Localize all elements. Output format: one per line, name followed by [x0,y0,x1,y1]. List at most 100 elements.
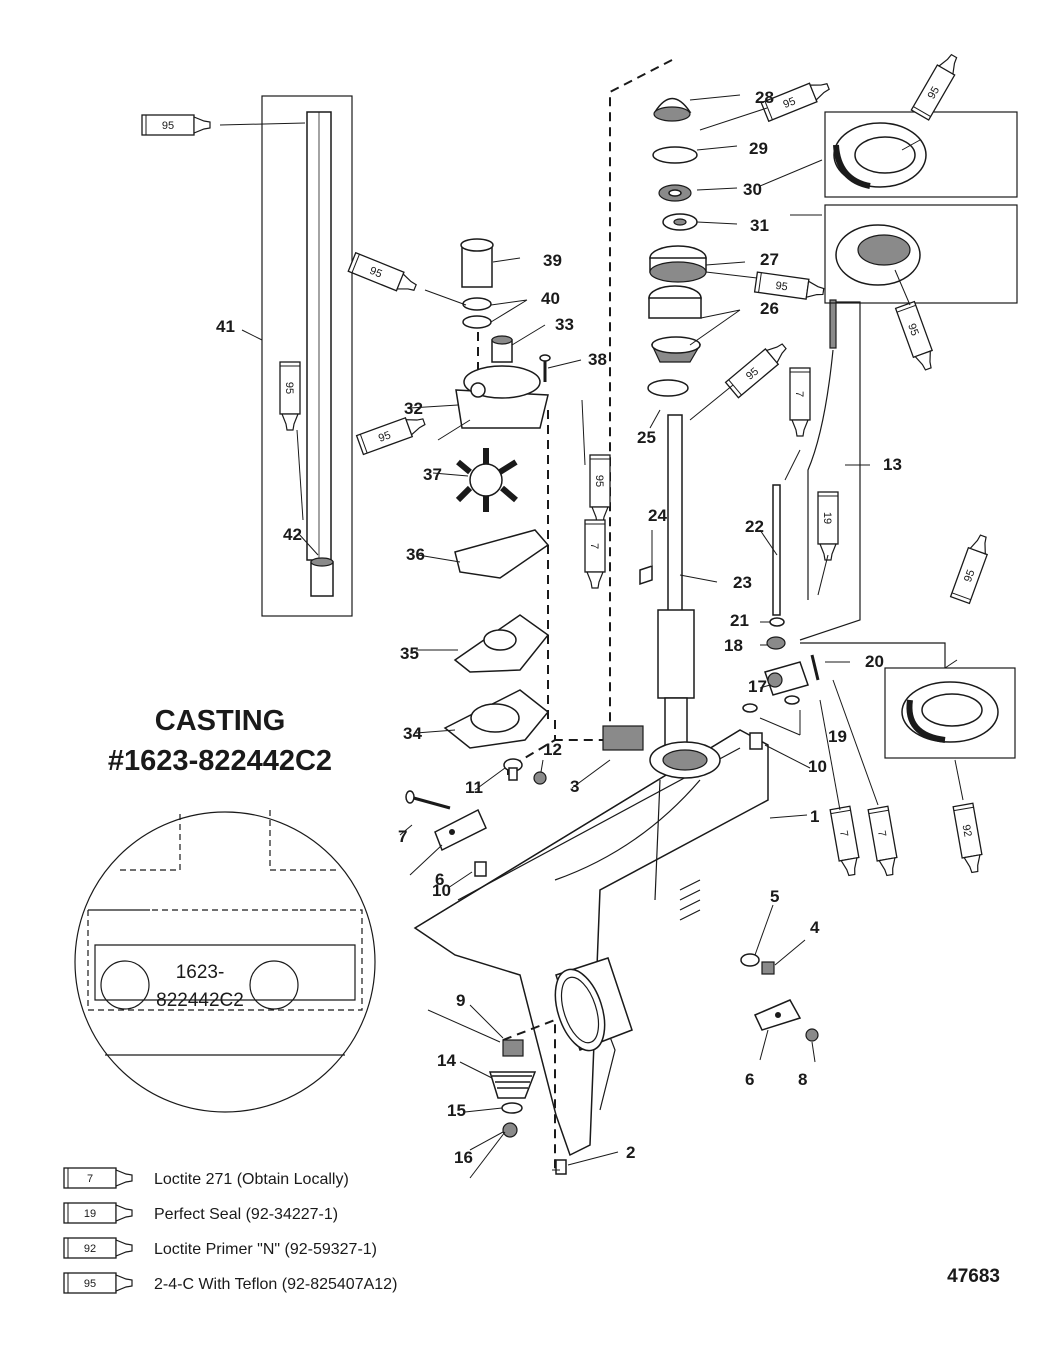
legend-text: 2-4-C With Teflon (92-825407A12) [154,1276,397,1293]
callout-35: 35 [400,644,419,663]
callout-22: 22 [745,517,764,536]
tube-label: 95 [926,85,943,102]
tube-label: 7 [875,830,888,838]
tube-label: 95 [962,568,977,584]
screw-4 [761,961,775,975]
callout-37: 37 [423,465,442,484]
face-plate-36 [453,614,550,673]
driveshaft-box [261,95,353,617]
callout-12: 12 [543,740,562,759]
screw-2 [555,1159,567,1175]
nut-8 [805,1028,819,1042]
sealant-tube-7: 7 [867,805,898,877]
callout-4: 4 [810,918,820,937]
sealant-tube-7: 7 [829,805,860,877]
sealant-tube-95: 95 [910,53,958,121]
legend-code: 95 [84,1278,96,1290]
impeller-37 [455,448,518,512]
gasket-34 [443,689,550,749]
pump-liner-39 [460,238,494,288]
grommet-33 [491,335,513,363]
sealant-tube-95: 95 [753,271,825,300]
callout-1: 1 [810,807,819,826]
sealant-tube-95: 95 [760,82,830,123]
dashed-outline-upper [555,59,673,741]
tube-label: 95 [377,429,393,444]
tube-leaders [219,107,964,1179]
screw-7 [405,790,451,810]
callout-28: 28 [755,88,774,107]
anode-6-right [753,999,802,1031]
legend-text: Loctite Primer "N" (92-59327-1) [154,1241,377,1258]
callout-27: 27 [760,250,779,269]
callout-34: 34 [403,724,422,743]
tube-label: 95 [593,475,605,487]
driveshaft-23 [657,414,695,749]
dowel-10b [474,861,487,877]
detail-leader-20 [800,642,946,668]
callout-2: 2 [626,1143,635,1162]
sealant-tube-95: 95 [894,300,934,371]
callout-17: 17 [748,677,767,696]
callout-40: 40 [541,289,560,308]
callout-29: 29 [749,139,768,158]
callout-33: 33 [555,315,574,334]
bearing-26 [648,285,702,363]
seal-30 [658,184,692,202]
callout-10: 10 [432,881,451,900]
callout-labels: 1234566789101011121314151617181920212223… [216,88,902,1167]
tube-label: 95 [162,120,174,132]
sealant-tube-92: 92 [952,802,983,874]
nut-16 [502,1122,518,1138]
screw-11 [503,758,523,781]
detail-label-2: 822442C2 [156,990,244,1011]
legend-text: Perfect Seal (92-34227-1) [154,1206,338,1223]
callout-24: 24 [648,506,667,525]
casting-title-2: #1623-822442C2 [108,745,332,777]
callout-23: 23 [733,573,752,592]
callout-3: 3 [570,777,579,796]
oring-40b [462,315,492,329]
callout-30: 30 [743,180,762,199]
callout-7: 7 [398,827,407,846]
callout-26: 26 [760,299,779,318]
sealant-tube-95: 95 [355,416,426,456]
washer-5 [740,953,760,967]
detail-box-31 [824,204,1018,304]
callout-41: 41 [216,317,235,336]
sealant-tube-95: 95 [949,534,989,605]
nut-12 [533,771,547,785]
detail-box-20 [884,667,1016,759]
callout-36: 36 [406,545,425,564]
tube-label: 95 [905,322,920,338]
tube-label: 95 [782,95,798,111]
casting-detail-circle [74,810,376,1113]
tube-label: 95 [283,382,295,394]
legend-item: 95 2-4-C With Teflon (92-825407A12) [63,1272,397,1294]
tube-label: 95 [775,280,789,294]
leader-lines [241,94,870,1166]
callout-42: 42 [283,525,302,544]
pump-body-32 [455,365,549,429]
callout-21: 21 [730,611,749,630]
screw-38 [539,354,551,382]
callout-11: 11 [465,778,483,797]
tube-label: 7 [588,543,600,549]
callout-8: 8 [798,1070,807,1089]
sealant-tube-95: 95 [347,251,417,292]
sealant-tube-95: 95 [724,343,787,399]
shift-shaft-13 [807,349,834,600]
bearing-cup-27 [649,245,707,283]
cap-28 [653,97,692,122]
callout-14: 14 [437,1051,456,1070]
key-24 [639,564,653,586]
dowel-10a [749,732,763,750]
legend-code: 92 [84,1243,96,1255]
callout-6: 6 [435,870,444,889]
callout-31: 31 [750,216,769,235]
